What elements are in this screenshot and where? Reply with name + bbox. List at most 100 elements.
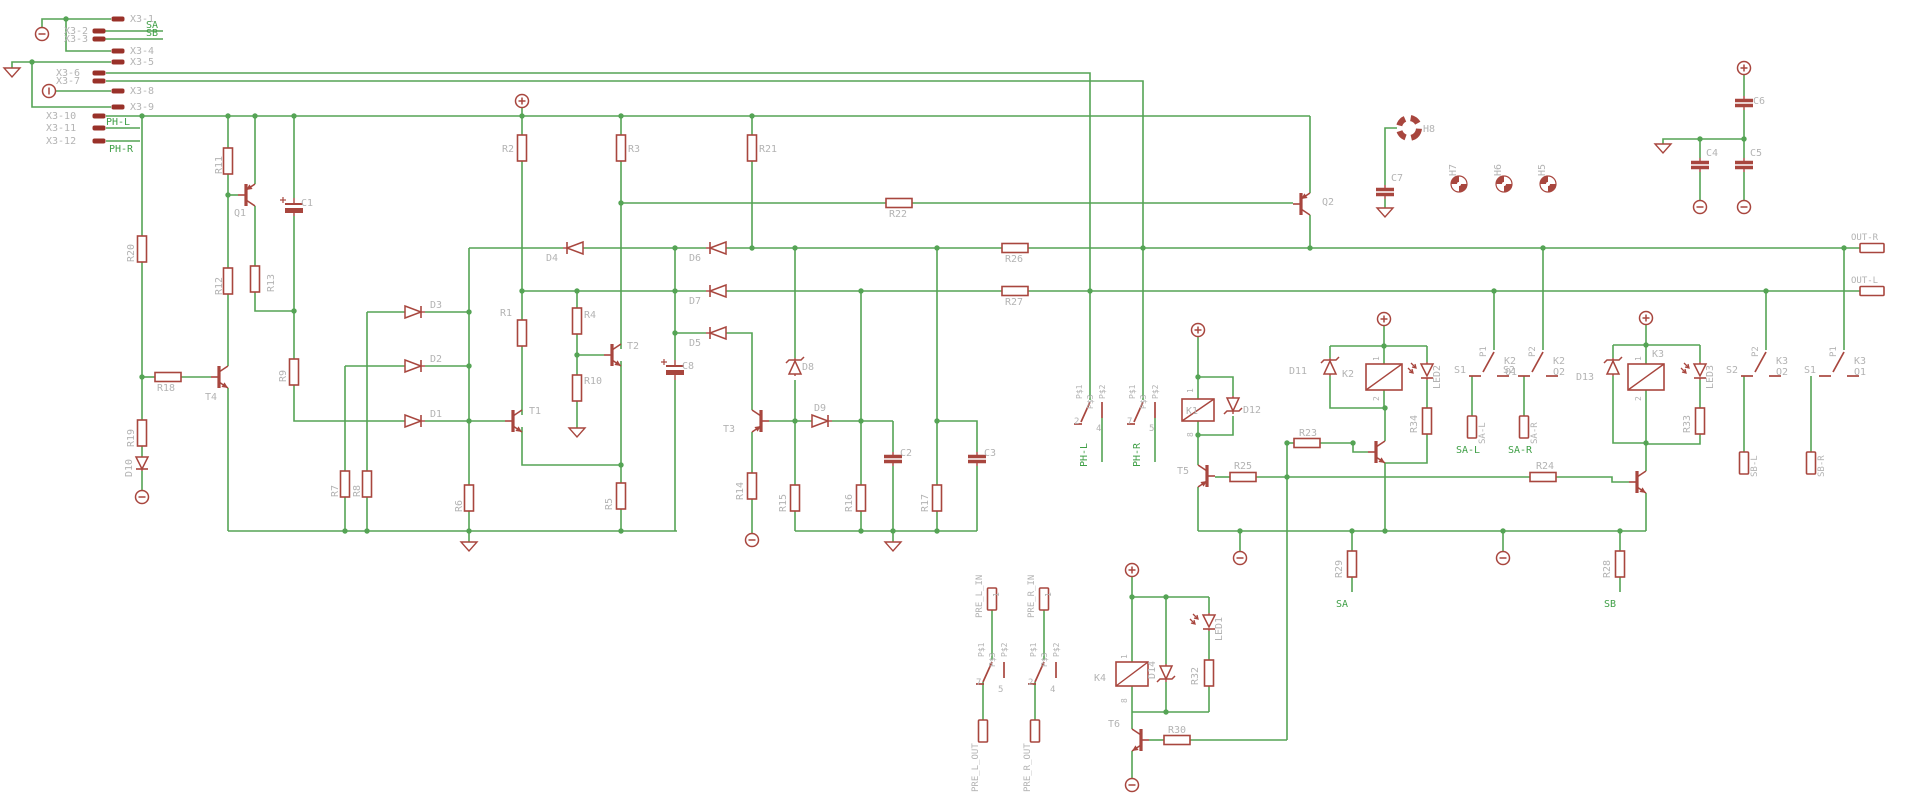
- resistor-R24[interactable]: [1529, 471, 1557, 483]
- capacitor-polarized-C1[interactable]: [280, 197, 303, 216]
- pad-SA-L[interactable]: [1466, 415, 1478, 439]
- resistor-R1[interactable]: [516, 319, 528, 347]
- resistor-R34[interactable]: [1421, 407, 1433, 435]
- diode-D2[interactable]: [404, 358, 425, 374]
- pad-PRE_R_IN[interactable]: [1038, 587, 1050, 611]
- relay-contact-K2-P1[interactable]: [1469, 351, 1509, 377]
- resistor-R19[interactable]: [136, 419, 148, 447]
- diode-D12[interactable]: [1223, 396, 1243, 415]
- diode-D14[interactable]: [1156, 664, 1176, 683]
- transistor-T5[interactable]: [1197, 464, 1215, 488]
- transistor-T6[interactable]: [1131, 728, 1149, 752]
- diode-D6[interactable]: [706, 240, 727, 256]
- resistor-R14[interactable]: [746, 472, 758, 500]
- resistor-R20[interactable]: [136, 235, 148, 263]
- transistor-T2[interactable]: [604, 343, 622, 367]
- pad-SB-R[interactable]: [1805, 451, 1817, 475]
- pad-X3-10[interactable]: [92, 113, 106, 119]
- resistor-R13[interactable]: [249, 265, 261, 293]
- diode-D3[interactable]: [404, 304, 425, 320]
- capacitor-C2[interactable]: [884, 452, 902, 466]
- relay-coil-K2[interactable]: [1365, 363, 1403, 391]
- led-LED1[interactable]: [1189, 613, 1217, 631]
- resistor-R4[interactable]: [571, 307, 583, 335]
- diode-D9[interactable]: [811, 413, 832, 429]
- transistor-T1[interactable]: [505, 409, 523, 433]
- pad-X3-6[interactable]: [92, 70, 106, 76]
- transistor-T4[interactable]: [211, 365, 229, 389]
- resistor-R33[interactable]: [1694, 407, 1706, 435]
- resistor-R6[interactable]: [463, 484, 475, 512]
- mounting-hole-H5[interactable]: [1539, 175, 1557, 193]
- pad-X3-12[interactable]: [92, 138, 106, 144]
- switch-PH-L[interactable]: [1074, 401, 1103, 425]
- transistor-T3[interactable]: [751, 409, 769, 433]
- pad-OUT-L[interactable]: [1859, 285, 1885, 297]
- diode-D8[interactable]: [785, 356, 805, 376]
- pad-X3-5[interactable]: [111, 59, 125, 65]
- resistor-R29[interactable]: [1346, 550, 1358, 578]
- resistor-R18[interactable]: [154, 371, 182, 383]
- resistor-R32[interactable]: [1203, 659, 1215, 687]
- mounting-hole-H7[interactable]: [1450, 175, 1468, 193]
- resistor-R25[interactable]: [1229, 471, 1257, 483]
- diode-D13[interactable]: [1603, 356, 1623, 376]
- pad-X3-1[interactable]: [111, 16, 125, 22]
- pad-X3-7[interactable]: [92, 78, 106, 84]
- led-LED3[interactable]: [1680, 362, 1708, 380]
- pad-X3-2[interactable]: [92, 28, 106, 34]
- resistor-R5[interactable]: [615, 482, 627, 510]
- diode-D4[interactable]: [563, 240, 584, 256]
- relay-coil-K1[interactable]: [1181, 398, 1215, 422]
- resistor-R17[interactable]: [931, 484, 943, 512]
- transistor-Q1[interactable]: [238, 183, 256, 207]
- capacitor-C5[interactable]: [1735, 158, 1753, 172]
- pad-X3-3[interactable]: [92, 36, 106, 42]
- transistor-Q-K3[interactable]: [1629, 470, 1647, 494]
- resistor-R12[interactable]: [222, 267, 234, 295]
- diode-D5[interactable]: [706, 325, 727, 341]
- transistor-Q-K2[interactable]: [1368, 440, 1386, 464]
- relay-coil-K3[interactable]: [1627, 363, 1665, 391]
- switch-PH-R[interactable]: [1127, 401, 1156, 425]
- resistor-R30[interactable]: [1163, 734, 1191, 746]
- resistor-R2[interactable]: [516, 134, 528, 162]
- diode-D10[interactable]: [134, 456, 150, 471]
- pad-PRE_L_IN[interactable]: [986, 587, 998, 611]
- pad-PRE_L_OUT[interactable]: [977, 719, 989, 743]
- diode-D1[interactable]: [404, 413, 425, 429]
- mounting-hole-H8[interactable]: [1396, 115, 1423, 142]
- resistor-R27[interactable]: [1001, 285, 1029, 297]
- pad-X3-11[interactable]: [92, 125, 106, 131]
- resistor-R22[interactable]: [885, 197, 913, 209]
- resistor-R23[interactable]: [1293, 437, 1321, 449]
- pad-SA-R[interactable]: [1518, 415, 1530, 439]
- resistor-R9[interactable]: [288, 358, 300, 386]
- relay-contact-K2-P2[interactable]: [1518, 351, 1558, 377]
- resistor-R26[interactable]: [1001, 242, 1029, 254]
- pad-PRE_R_OUT[interactable]: [1029, 719, 1041, 743]
- switch-PRE-R[interactable]: [1028, 661, 1057, 685]
- capacitor-C3[interactable]: [968, 452, 986, 466]
- capacitor-C7[interactable]: [1376, 185, 1394, 199]
- transistor-Q2[interactable]: [1293, 192, 1311, 216]
- capacitor-C4[interactable]: [1691, 158, 1709, 172]
- resistor-R3[interactable]: [615, 134, 627, 162]
- resistor-R28[interactable]: [1614, 550, 1626, 578]
- pad-X3-8[interactable]: [111, 88, 125, 94]
- relay-coil-K4[interactable]: [1115, 661, 1149, 687]
- led-LED2[interactable]: [1407, 362, 1435, 380]
- switch-PRE-L[interactable]: [976, 661, 1005, 685]
- relay-contact-K3-P2[interactable]: [1741, 351, 1781, 377]
- pad-X3-4[interactable]: [111, 48, 125, 54]
- capacitor-C6[interactable]: [1735, 96, 1753, 110]
- relay-contact-K3-P1[interactable]: [1819, 351, 1859, 377]
- diode-D7[interactable]: [706, 283, 727, 299]
- resistor-R16[interactable]: [855, 484, 867, 512]
- capacitor-polarized-C8[interactable]: [661, 359, 684, 380]
- diode-D11[interactable]: [1320, 356, 1340, 376]
- resistor-R11[interactable]: [222, 147, 234, 175]
- pad-SB-L[interactable]: [1738, 451, 1750, 475]
- pad-OUT-R[interactable]: [1859, 242, 1885, 254]
